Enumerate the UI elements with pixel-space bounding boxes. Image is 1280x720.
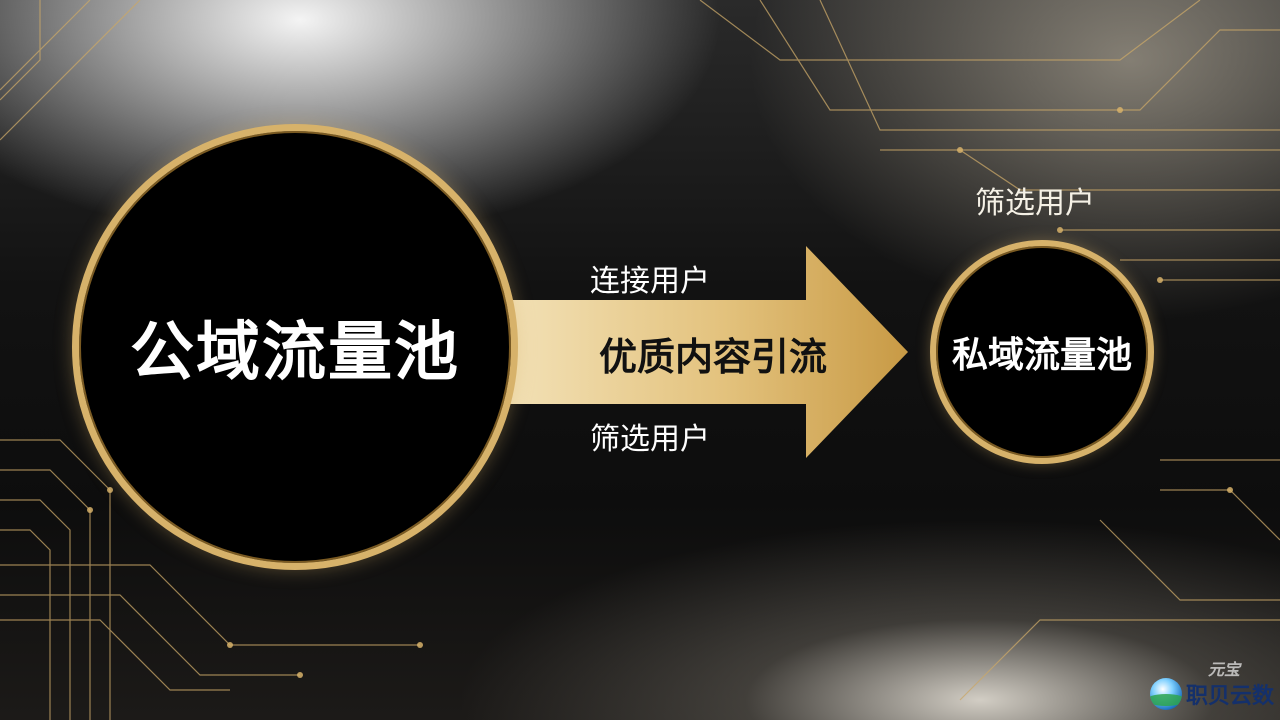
- private-traffic-pool-label: 私域流量池: [951, 335, 1132, 376]
- flow-arrow: [500, 246, 908, 458]
- public-traffic-pool-label: 公域流量池: [130, 316, 460, 390]
- arrow-label: 优质内容引流: [598, 335, 827, 379]
- connect-users-label: 连接用户: [590, 264, 710, 299]
- filter-users-top-label: 筛选用户: [975, 186, 1095, 221]
- filter-users-label: 筛选用户: [590, 422, 710, 457]
- yuanbao-watermark: 元宝: [1208, 660, 1241, 679]
- globe-logo-icon: [1150, 678, 1182, 710]
- public-traffic-pool-circle: 公域流量池: [72, 124, 518, 570]
- private-traffic-pool-circle: 私域流量池: [930, 240, 1154, 464]
- brand-logo-text: 职贝云数: [1186, 684, 1275, 709]
- brand-logo: 职贝云数: [1150, 676, 1274, 712]
